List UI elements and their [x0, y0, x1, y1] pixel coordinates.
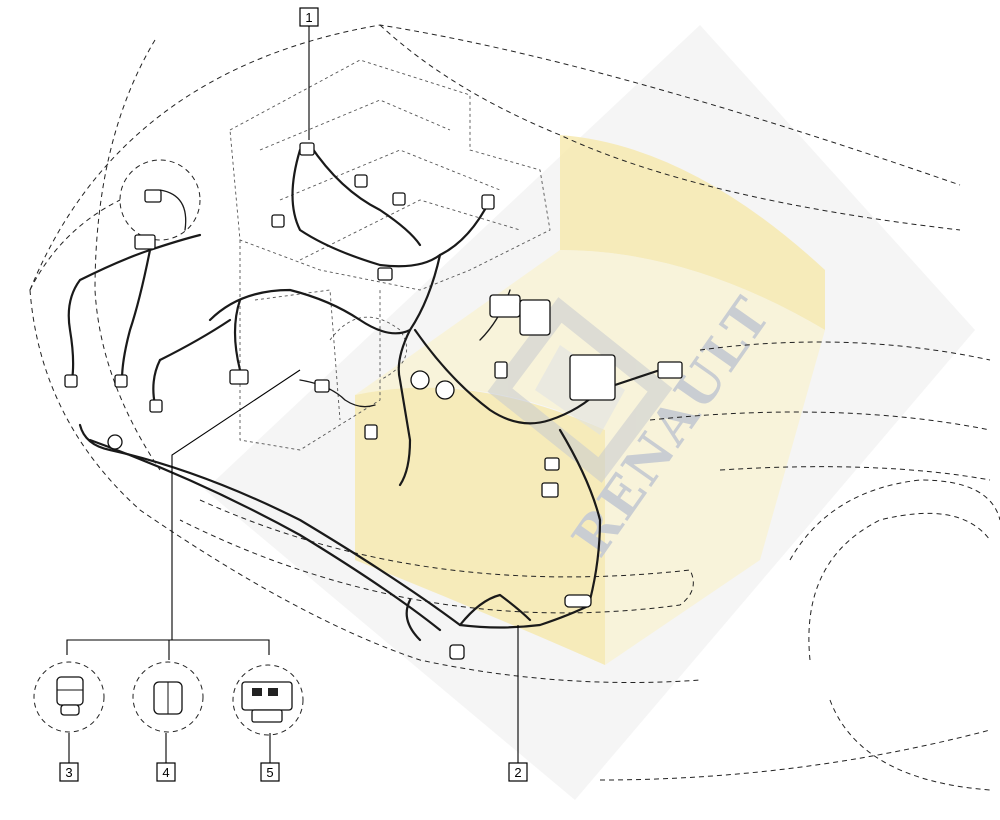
- callout-1: 1: [299, 7, 319, 27]
- callout-3-label: 3: [65, 765, 72, 780]
- harness-connectors: [64, 142, 683, 660]
- leader-lines: [66, 26, 519, 763]
- callout-4: 4: [156, 762, 176, 782]
- callout-1-label: 1: [305, 10, 312, 25]
- callout-3: 3: [59, 762, 79, 782]
- callout-4-label: 4: [162, 765, 169, 780]
- car-body-outline: [29, 24, 1000, 791]
- renault-watermark: RENAULT: [205, 25, 975, 800]
- callout-5-label: 5: [266, 765, 273, 780]
- callout-5: 5: [260, 762, 280, 782]
- callout-2: 2: [508, 762, 528, 782]
- detail-connector-4: [132, 661, 204, 733]
- callout-2-label: 2: [514, 765, 521, 780]
- detail-connector-5: [232, 664, 304, 736]
- detail-connector-3: [33, 661, 105, 733]
